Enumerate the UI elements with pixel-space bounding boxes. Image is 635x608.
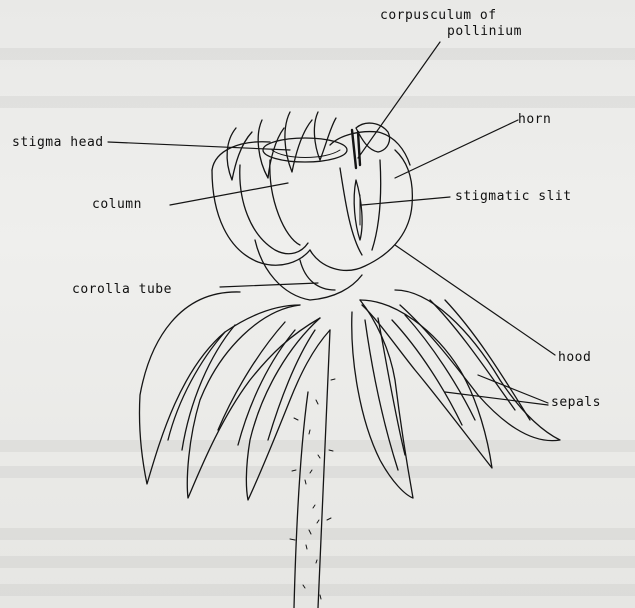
leader-corolla-tube: [220, 283, 318, 287]
stalk: [290, 330, 335, 608]
leader-stigma-head: [108, 142, 290, 150]
leader-sepals-2: [445, 392, 548, 405]
sepals-drawing: [139, 290, 560, 500]
label-stigma-head: stigma head: [12, 135, 104, 150]
leader-horn: [395, 120, 518, 178]
leader-column: [170, 183, 288, 205]
label-stigmatic-slit: stigmatic slit: [455, 189, 572, 204]
leader-stigmatic-slit: [362, 197, 450, 205]
label-hood: hood: [558, 350, 591, 365]
label-horn: horn: [518, 112, 551, 127]
leader-hood: [395, 245, 555, 355]
label-column: column: [92, 197, 142, 212]
label-corpusculum: corpusculum of: [380, 8, 497, 23]
label-corolla-tube: corolla tube: [72, 282, 172, 297]
label-pollinium: pollinium: [447, 24, 522, 39]
leader-lines: [108, 42, 555, 405]
label-sepals: sepals: [551, 395, 601, 410]
leader-corpusculum: [358, 42, 440, 158]
